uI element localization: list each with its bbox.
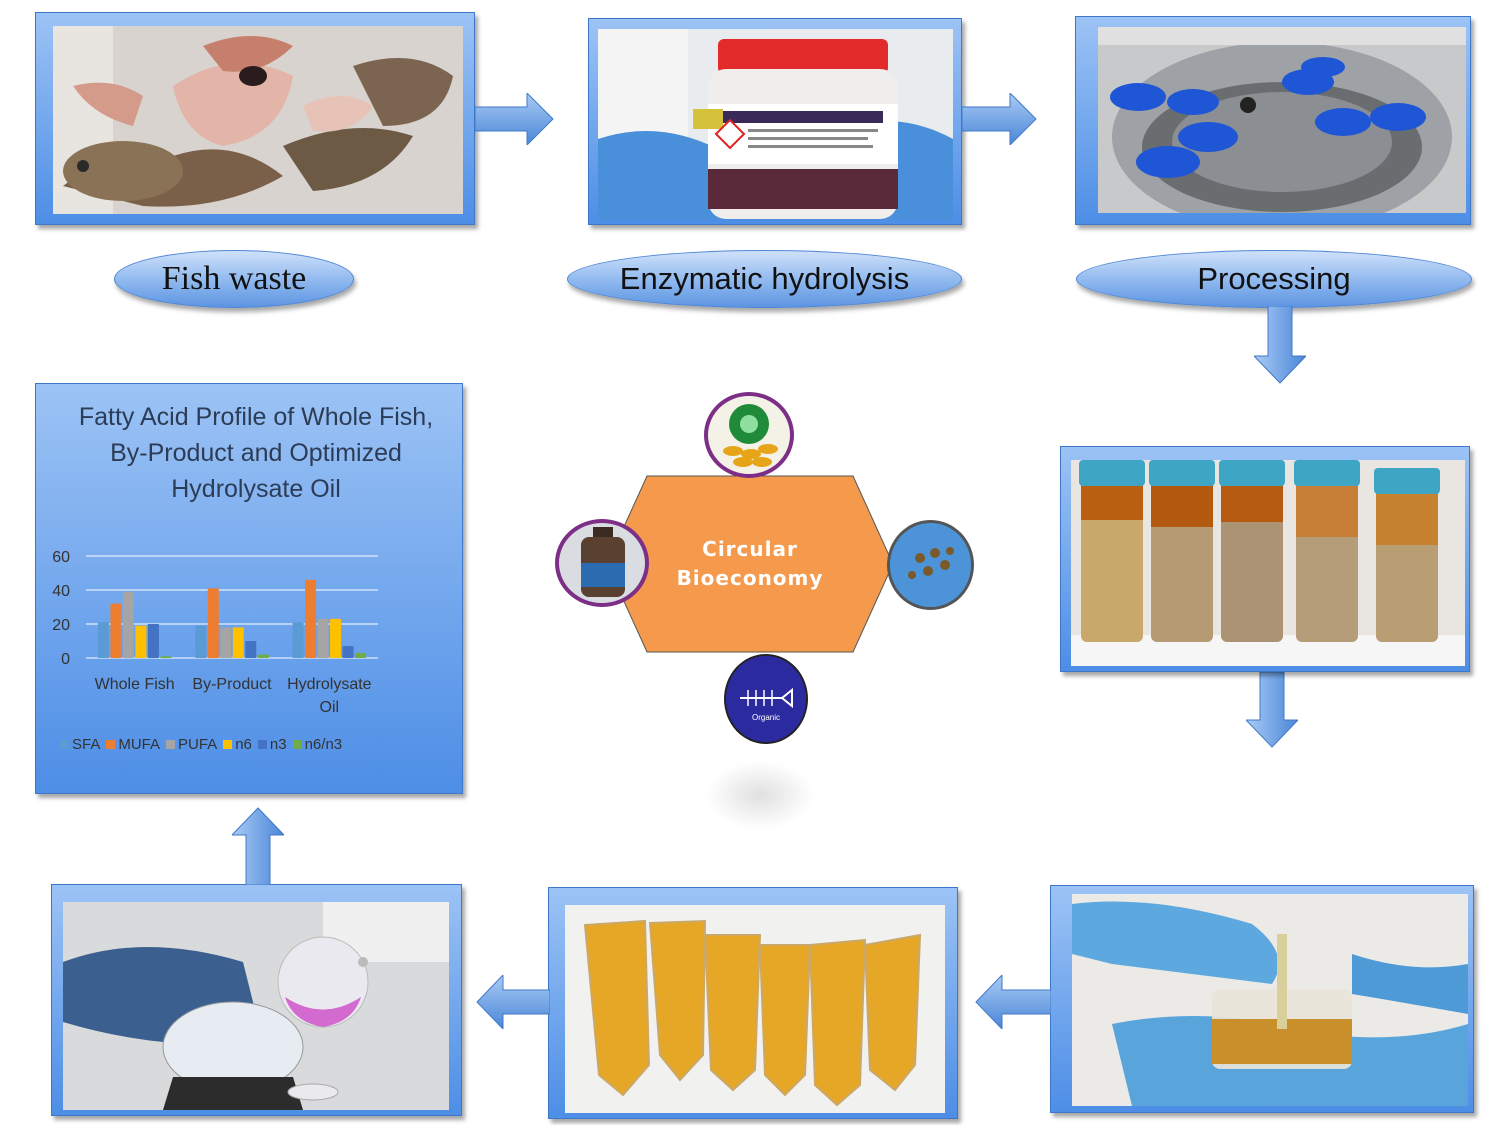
enzyme-bottle-photo: [598, 29, 953, 219]
bar-n3-1: [245, 641, 257, 658]
enzymatic-label: Enzymatic hydrolysis: [567, 250, 962, 308]
legend-label: SFA: [72, 736, 101, 753]
bar-mufa-0: [110, 603, 122, 658]
fish-waste-text: Fish waste: [161, 260, 307, 297]
y-tick-label: 40: [52, 583, 70, 600]
bar-n6-2: [330, 618, 342, 658]
arrow-down-2: [1246, 672, 1298, 748]
legend-swatch: [257, 740, 267, 749]
chart-panel: Fatty Acid Profile of Whole Fish, By-Pro…: [35, 383, 463, 794]
bar-mufa-2: [305, 579, 317, 658]
chart-title: Fatty Acid Profile of Whole Fish, By-Pro…: [78, 403, 434, 503]
flask-frame: [51, 884, 462, 1116]
arrow-right-2: [962, 93, 1037, 145]
arrow-right-1: [475, 93, 554, 145]
bar-n6-n3-1: [257, 654, 269, 658]
bar-n3-2: [342, 646, 354, 658]
legend-item: MUFA: [106, 736, 160, 753]
processing-label: Processing: [1076, 250, 1472, 308]
arrow-left-2: [476, 975, 550, 1029]
bar-sfa-1: [195, 625, 207, 658]
labeled-tubes-photo: [565, 905, 945, 1113]
bar-pufa-2: [317, 618, 329, 658]
hexagon-label: Circular Bioeconomy: [640, 535, 860, 593]
bar-n3-0: [147, 624, 159, 658]
y-tick-label: 0: [61, 651, 70, 668]
legend-label: MUFA: [118, 736, 161, 753]
fertilizer-bottle-icon: [555, 519, 649, 607]
x-tick-label: Hydrolysate: [287, 676, 372, 693]
legend-label: n6/n3: [304, 736, 343, 753]
centrifuge-photo: [1098, 27, 1466, 213]
gloved-hands-photo: [1072, 894, 1468, 1106]
gloved-hands-frame: [1050, 885, 1474, 1113]
fish-fertilizer-label-icon: Organic: [724, 654, 808, 744]
legend-label: n3: [269, 736, 287, 753]
legend-label: n6: [235, 736, 252, 753]
bar-sfa-0: [97, 622, 109, 658]
soft-shadow: [705, 760, 815, 830]
processing-text: Processing: [1197, 261, 1351, 296]
chart-legend: SFA MUFA PUFA n6 n3 n6/n3: [60, 736, 348, 753]
x-tick-label: Whole Fish: [95, 676, 175, 693]
bar-n6-n3-0: [160, 656, 172, 658]
fertilizer-organic-text: Organic: [752, 713, 780, 722]
legend-item: n3: [257, 736, 287, 753]
x-tick-label: By-Product: [192, 676, 272, 693]
arrow-up: [232, 807, 284, 885]
y-tick-label: 60: [52, 549, 70, 566]
enzyme-frame: [588, 18, 962, 225]
legend-item: PUFA: [166, 736, 217, 753]
oil-tubes-frame: [1060, 446, 1470, 672]
fish-waste-label: Fish waste: [114, 250, 354, 308]
fish-waste-photo: [53, 26, 463, 214]
bar-n6-n3-2: [355, 652, 367, 658]
labeled-tubes-frame: [548, 887, 958, 1119]
centrifuge-frame: [1075, 16, 1471, 225]
bar-mufa-1: [207, 588, 219, 658]
fish-waste-frame: [35, 12, 475, 225]
legend-item: n6: [223, 736, 252, 753]
hexagon-label-line2: Bioeconomy: [676, 566, 824, 590]
bar-pufa-1: [220, 627, 232, 658]
fish-feed-icon: [887, 520, 974, 610]
enzymatic-text: Enzymatic hydrolysis: [619, 261, 910, 296]
legend-item: n6/n3: [292, 736, 343, 753]
flask-photo: [63, 902, 449, 1110]
bar-n6-0: [135, 625, 147, 658]
hexagon-label-line1: Circular: [702, 537, 798, 561]
bar-n6-1: [232, 627, 244, 658]
legend-swatch: [292, 740, 302, 749]
oil-tubes-photo: [1071, 460, 1465, 666]
x-tick-label: Oil: [320, 699, 340, 716]
legend-item: SFA: [60, 736, 100, 753]
legend-swatch: [60, 740, 69, 749]
y-tick-label: 20: [52, 617, 70, 634]
omega-capsules-icon: [704, 392, 794, 478]
legend-swatch: [106, 740, 116, 749]
arrow-left-1: [975, 975, 1051, 1029]
arrow-down-1: [1254, 306, 1306, 384]
legend-label: PUFA: [178, 736, 218, 753]
bar-pufa-0: [122, 591, 134, 658]
legend-swatch: [166, 740, 176, 749]
legend-swatch: [223, 740, 233, 749]
bar-sfa-2: [292, 622, 304, 658]
